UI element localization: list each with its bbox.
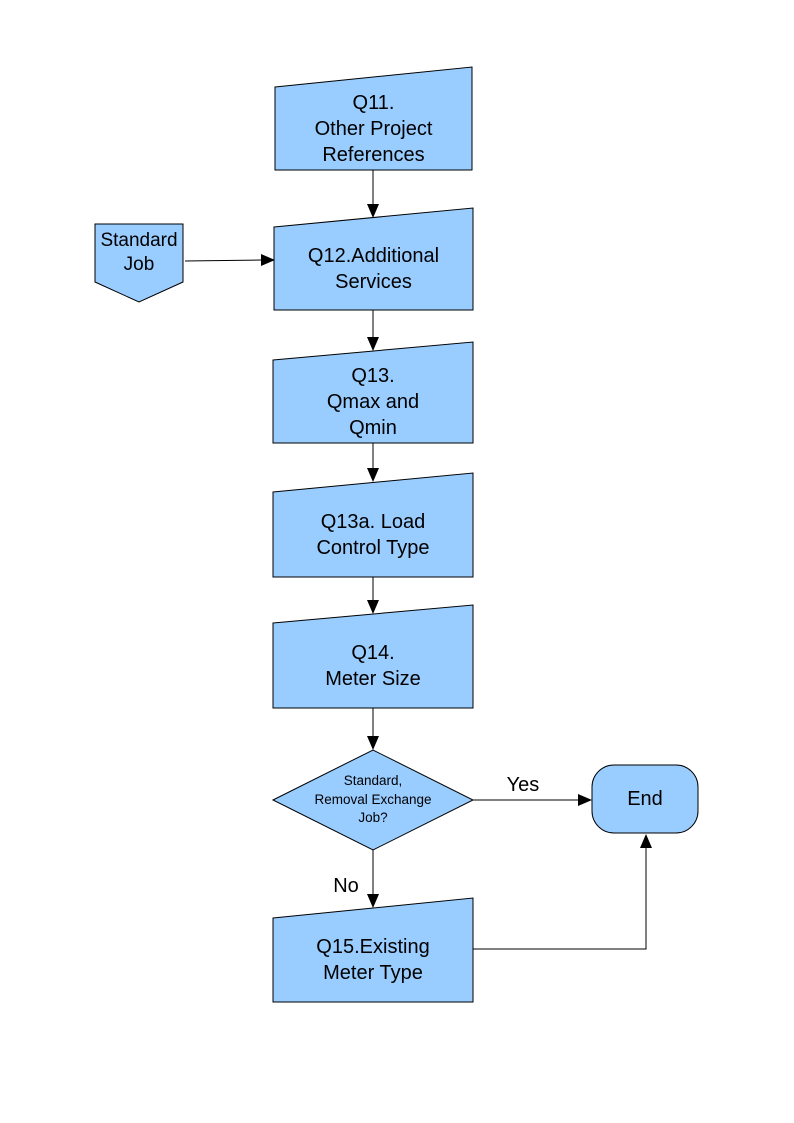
node-q11-label: Q11. Other Project References: [314, 91, 433, 166]
arrow-q12-to-q13: [367, 310, 379, 351]
node-q14-label: Q14. Meter Size: [325, 641, 421, 690]
arrow-decision-yes-to-end: [473, 794, 592, 806]
arrow-q11-to-q12: [367, 170, 379, 218]
arrowhead-right-icon: [261, 254, 275, 266]
arrow-q14-to-decision: [367, 708, 379, 750]
arrowhead-down-icon: [367, 600, 379, 614]
node-q13a-shape: [272, 472, 474, 578]
node-q12-shape: [273, 207, 474, 311]
node-q13a-label: Q13a. Load Control Type: [316, 510, 430, 559]
arrowhead-right-icon: [578, 794, 592, 806]
node-end-label: End: [627, 788, 663, 810]
arrowhead-down-icon: [367, 337, 379, 351]
node-q14-shape: [272, 604, 474, 709]
arrow-q13-to-q13a: [367, 443, 379, 482]
arrow-decision-no-to-q15: [367, 850, 379, 908]
node-q11-shape: [274, 66, 473, 171]
arrowhead-down-icon: [367, 894, 379, 908]
arrowhead-down-icon: [367, 736, 379, 750]
arrowhead-down-icon: [367, 204, 379, 218]
arrow-standard-job-to-q12: [184, 254, 275, 266]
arrow-q13a-to-q14: [367, 577, 379, 614]
arrowhead-down-icon: [367, 468, 379, 482]
node-decision-label: Standard, Removal Exchange Job?: [314, 773, 432, 826]
edge-label-no: No: [333, 875, 359, 897]
node-standard-job-label: Standard Job: [100, 230, 178, 275]
node-q13-label: Q13. Qmax and Qmin: [326, 364, 420, 439]
node-q12-label: Q12.Additional Services: [307, 244, 440, 293]
edge-label-yes: Yes: [506, 774, 540, 796]
arrow-q15-to-end: [473, 834, 652, 950]
node-q15-shape: [272, 897, 474, 1003]
node-q15-label: Q15.Existing Meter Type: [316, 936, 430, 984]
arrowhead-up-icon: [640, 834, 652, 848]
node-q13-shape: [272, 341, 474, 444]
node-end-shape: [591, 764, 699, 834]
node-standard-job-shape: [94, 223, 184, 303]
